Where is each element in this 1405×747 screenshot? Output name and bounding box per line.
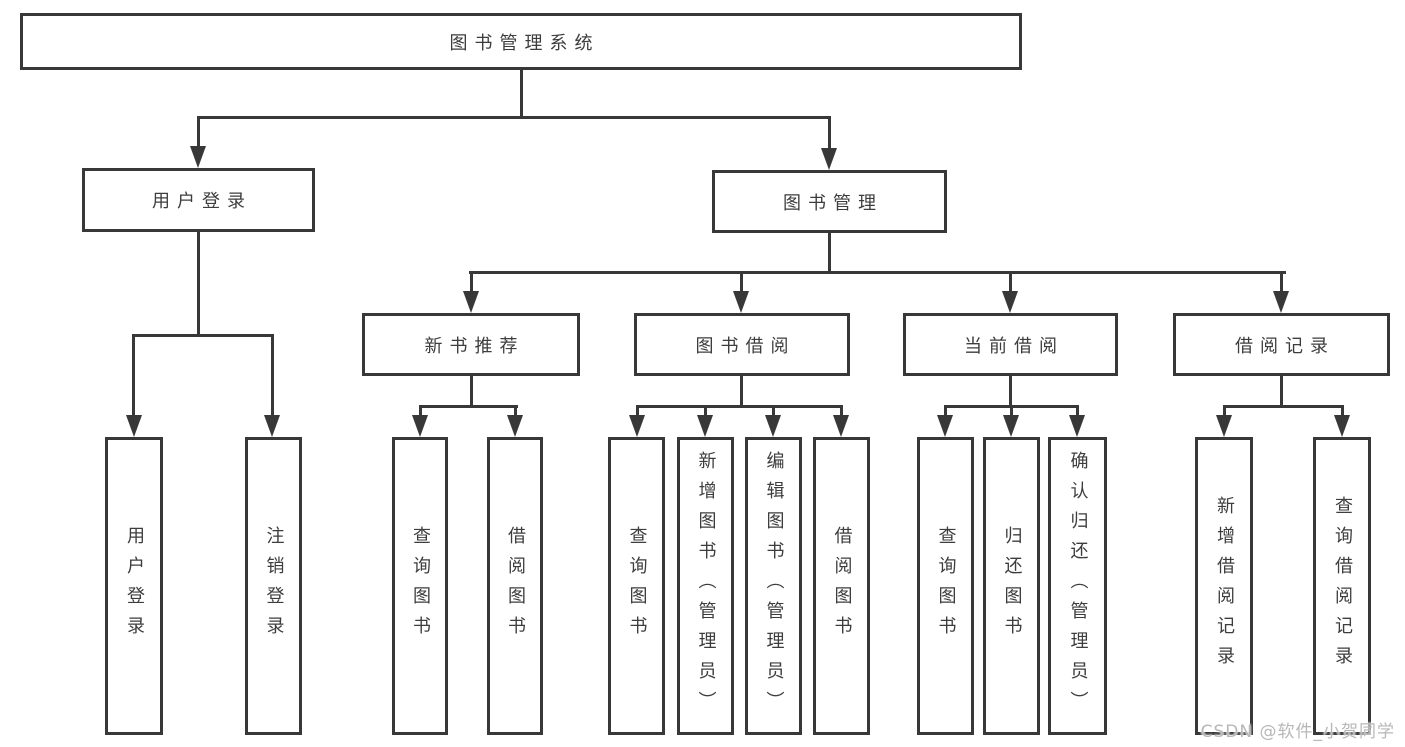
node-label: 当前借阅 bbox=[964, 335, 1064, 357]
arrow-down-icon bbox=[733, 291, 749, 313]
connector-line bbox=[1009, 376, 1012, 407]
arrow-down-icon bbox=[1273, 291, 1289, 313]
connector-line bbox=[1010, 405, 1013, 419]
connector-line bbox=[132, 334, 135, 417]
node-label: 借阅记录 bbox=[1235, 335, 1335, 357]
connector-line bbox=[271, 334, 274, 417]
leaf-confirm-return-admin: 确认归还（管理员） bbox=[1048, 437, 1107, 735]
arrow-down-icon bbox=[1216, 415, 1232, 437]
arrow-down-icon bbox=[765, 415, 781, 437]
arrow-down-icon bbox=[697, 415, 713, 437]
connector-line bbox=[520, 70, 523, 118]
connector-line bbox=[828, 233, 831, 273]
arrow-down-icon bbox=[1069, 415, 1085, 437]
leaf-user-login: 用户登录 bbox=[105, 437, 163, 735]
leaf-logout: 注销登录 bbox=[245, 437, 302, 735]
connector-line bbox=[1280, 376, 1283, 407]
connector-line bbox=[704, 405, 707, 419]
leaf-query-borrow-record: 查询借阅记录 bbox=[1313, 437, 1371, 735]
connector-line bbox=[1280, 271, 1283, 295]
node-label: 新书推荐 bbox=[424, 335, 525, 357]
connector-line bbox=[470, 376, 473, 407]
connector-line bbox=[1341, 405, 1344, 419]
node-label: 图书管理 bbox=[783, 192, 883, 214]
connector-line bbox=[944, 405, 947, 419]
node-label: 归还图书 bbox=[1001, 526, 1023, 646]
node-root-label: 图书管理系统 bbox=[449, 32, 600, 54]
csdn-watermark: CSDN @软件_小贺同学 bbox=[1200, 722, 1395, 742]
node-label: 编辑图书（管理员） bbox=[763, 451, 785, 721]
leaf-query-books-2: 查询图书 bbox=[608, 437, 665, 735]
node-label: 查询图书 bbox=[410, 526, 431, 646]
arrow-down-icon bbox=[264, 415, 280, 437]
leaf-borrow-books-1: 借阅图书 bbox=[487, 437, 543, 735]
arrow-down-icon bbox=[1002, 291, 1018, 313]
connector-line bbox=[636, 405, 639, 419]
connector-line bbox=[740, 271, 743, 295]
arrow-down-icon bbox=[1003, 415, 1019, 437]
connector-line bbox=[132, 334, 274, 337]
node-book-management: 图书管理 bbox=[712, 170, 947, 233]
node-root: 图书管理系统 bbox=[20, 13, 1022, 70]
leaf-return-books: 归还图书 bbox=[983, 437, 1040, 735]
node-label: 查询图书 bbox=[626, 526, 648, 646]
connector-line bbox=[514, 405, 517, 419]
node-current-borrow: 当前借阅 bbox=[903, 313, 1118, 376]
node-label: 新增图书（管理员） bbox=[695, 451, 717, 721]
leaf-edit-books-admin: 编辑图书（管理员） bbox=[745, 437, 802, 735]
connector-line bbox=[197, 116, 200, 148]
connector-line bbox=[828, 116, 831, 148]
connector-line bbox=[1223, 405, 1226, 419]
leaf-add-books-admin: 新增图书（管理员） bbox=[677, 437, 734, 735]
connector-line bbox=[1223, 405, 1344, 408]
connector-line bbox=[840, 405, 843, 419]
arrow-down-icon bbox=[507, 415, 523, 437]
connector-line bbox=[1009, 271, 1012, 295]
node-user-login: 用户登录 bbox=[82, 168, 315, 232]
arrow-down-icon bbox=[1334, 415, 1350, 437]
arrow-down-icon bbox=[833, 415, 849, 437]
arrow-down-icon bbox=[821, 148, 837, 170]
arrow-down-icon bbox=[126, 415, 142, 437]
connector-line bbox=[419, 405, 422, 419]
connector-line bbox=[469, 271, 1286, 274]
connector-line bbox=[740, 376, 743, 407]
node-label: 借阅图书 bbox=[831, 526, 853, 646]
node-label: 确认归还（管理员） bbox=[1067, 451, 1089, 721]
connector-line bbox=[772, 405, 775, 419]
leaf-query-books-1: 查询图书 bbox=[392, 437, 448, 735]
node-label: 查询借阅记录 bbox=[1332, 496, 1353, 676]
node-label: 注销登录 bbox=[263, 526, 285, 646]
connector-line bbox=[470, 271, 473, 295]
node-label: 新增借阅记录 bbox=[1214, 496, 1235, 676]
connector-line bbox=[197, 232, 200, 336]
arrow-down-icon bbox=[937, 415, 953, 437]
connector-line bbox=[1076, 405, 1079, 419]
connector-line bbox=[636, 405, 842, 408]
node-label: 用户登录 bbox=[152, 191, 252, 212]
connector-line bbox=[419, 405, 518, 408]
node-label: 查询图书 bbox=[935, 526, 957, 646]
arrow-down-icon bbox=[190, 146, 206, 168]
node-book-borrow: 图书借阅 bbox=[634, 313, 850, 376]
arrow-down-icon bbox=[463, 291, 479, 313]
node-label: 用户登录 bbox=[124, 526, 145, 646]
leaf-borrow-books-2: 借阅图书 bbox=[813, 437, 870, 735]
connector-line bbox=[197, 116, 831, 119]
node-label: 借阅图书 bbox=[505, 526, 526, 646]
node-label: 图书借阅 bbox=[695, 335, 796, 357]
arrow-down-icon bbox=[629, 415, 645, 437]
leaf-add-borrow-record: 新增借阅记录 bbox=[1195, 437, 1253, 735]
arrow-down-icon bbox=[412, 415, 428, 437]
leaf-query-books-3: 查询图书 bbox=[917, 437, 974, 735]
node-new-book-recommend: 新书推荐 bbox=[362, 313, 580, 376]
node-borrow-records: 借阅记录 bbox=[1173, 313, 1390, 376]
